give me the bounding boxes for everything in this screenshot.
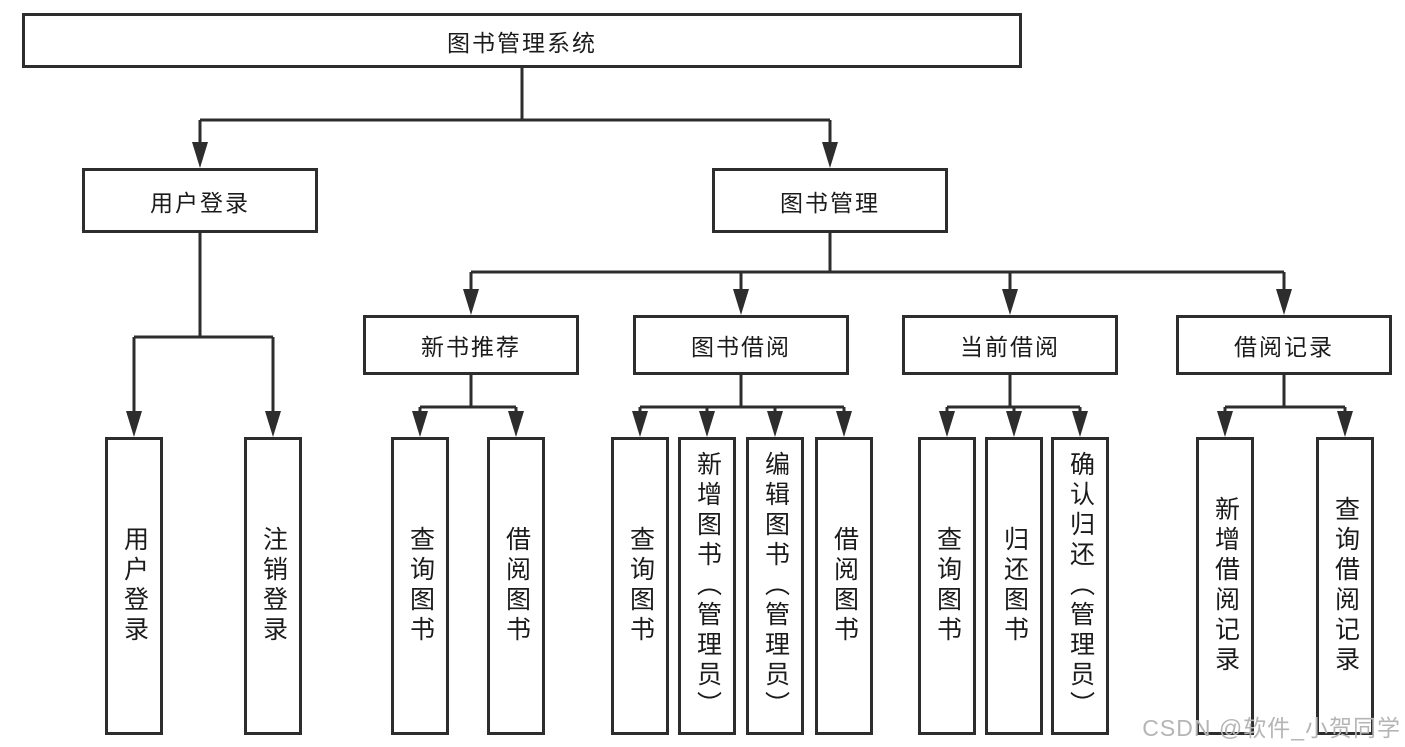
leaf-query-books-borrow: 查询图书 [611, 437, 669, 735]
leaf-edit-book-admin: 编辑图书（管理员） [746, 437, 804, 735]
leaf-add-book-admin: 新增图书（管理员） [678, 437, 736, 735]
leaf-user-login: 用户登录 [105, 437, 163, 735]
leaf-confirm-return-admin: 确认归还（管理员） [1051, 437, 1109, 735]
node-new-book-recommend: 新书推荐 [363, 315, 579, 375]
leaf-add-borrow-record: 新增借阅记录 [1196, 437, 1254, 735]
node-root-system: 图书管理系统 [22, 13, 1022, 68]
node-book-management: 图书管理 [712, 168, 948, 233]
leaf-borrow-books-recommend: 借阅图书 [487, 437, 545, 735]
leaf-logout: 注销登录 [244, 437, 302, 735]
node-borrow-records: 借阅记录 [1176, 315, 1392, 375]
leaf-query-books-recommend: 查询图书 [391, 437, 449, 735]
leaf-return-book: 归还图书 [985, 437, 1043, 735]
csdn-watermark: CSDN @软件_小贺同学 [1142, 715, 1401, 741]
leaf-query-books-current: 查询图书 [918, 437, 976, 735]
node-user-login: 用户登录 [82, 168, 318, 233]
leaf-borrow-books-borrow: 借阅图书 [815, 437, 873, 735]
leaf-query-borrow-record: 查询借阅记录 [1316, 437, 1374, 735]
node-book-borrow: 图书借阅 [633, 315, 849, 375]
node-current-borrow: 当前借阅 [902, 315, 1118, 375]
